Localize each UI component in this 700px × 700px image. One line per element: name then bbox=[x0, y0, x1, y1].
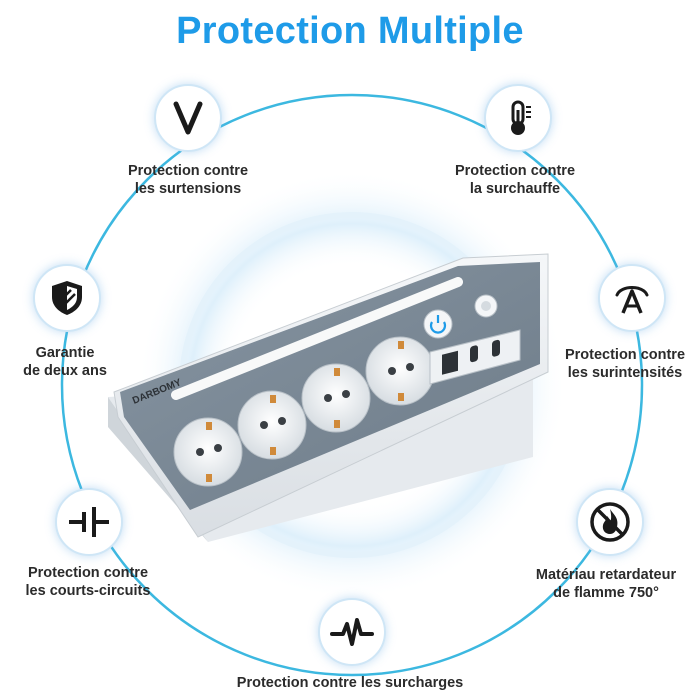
page-title: Protection Multiple bbox=[176, 10, 524, 52]
outlet-2 bbox=[237, 390, 307, 460]
usb-c-port-1 bbox=[470, 345, 478, 363]
light-bar bbox=[171, 277, 463, 400]
usb-a-port bbox=[442, 350, 458, 375]
feature-label-surcharges: Protection contre les surcharges bbox=[236, 675, 464, 691]
outlet-1 bbox=[173, 417, 243, 487]
usb-c-port-2 bbox=[492, 339, 500, 357]
light-button-icon bbox=[474, 294, 498, 318]
outer-ring bbox=[60, 93, 644, 677]
volt-v-icon bbox=[154, 84, 222, 152]
no-fire-icon bbox=[576, 488, 644, 556]
ampere-icon bbox=[598, 264, 666, 332]
power-button-icon bbox=[423, 309, 453, 339]
power-strip-illustration: DARBOMY bbox=[108, 253, 549, 542]
outlet-4 bbox=[365, 336, 435, 406]
outlet-3 bbox=[301, 363, 371, 433]
thermometer-icon bbox=[484, 84, 552, 152]
pulse-icon bbox=[318, 598, 386, 666]
circuit-icon bbox=[55, 488, 123, 556]
shield-icon bbox=[33, 264, 101, 332]
usb-port-block bbox=[429, 329, 521, 385]
